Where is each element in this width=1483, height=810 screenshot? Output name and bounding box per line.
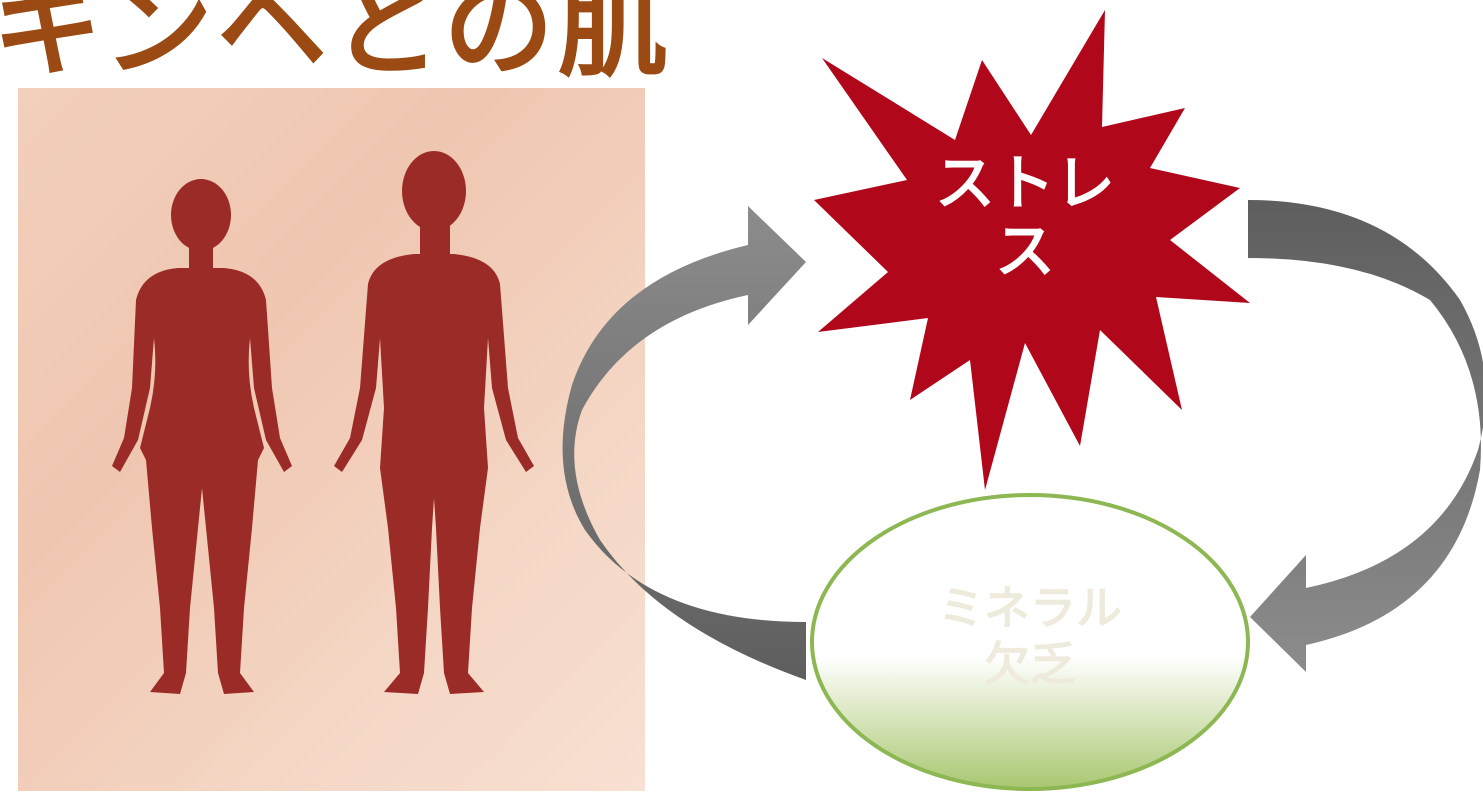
mineral-deficiency-label: ミネラル 欠乏 <box>938 581 1122 691</box>
male-silhouette-icon <box>334 151 534 694</box>
cycle-arrow-icon <box>1248 200 1483 672</box>
cycle-arrow-icon <box>562 206 806 680</box>
starburst-icon <box>814 10 1250 490</box>
female-silhouette-icon <box>112 179 292 694</box>
mineral-deficiency-oval <box>810 493 1250 791</box>
silhouette-panel <box>18 88 645 791</box>
page-title: キンヘとの肌 <box>0 0 672 92</box>
people-silhouettes <box>112 151 534 694</box>
stress-label: ストレ ス <box>935 149 1115 287</box>
